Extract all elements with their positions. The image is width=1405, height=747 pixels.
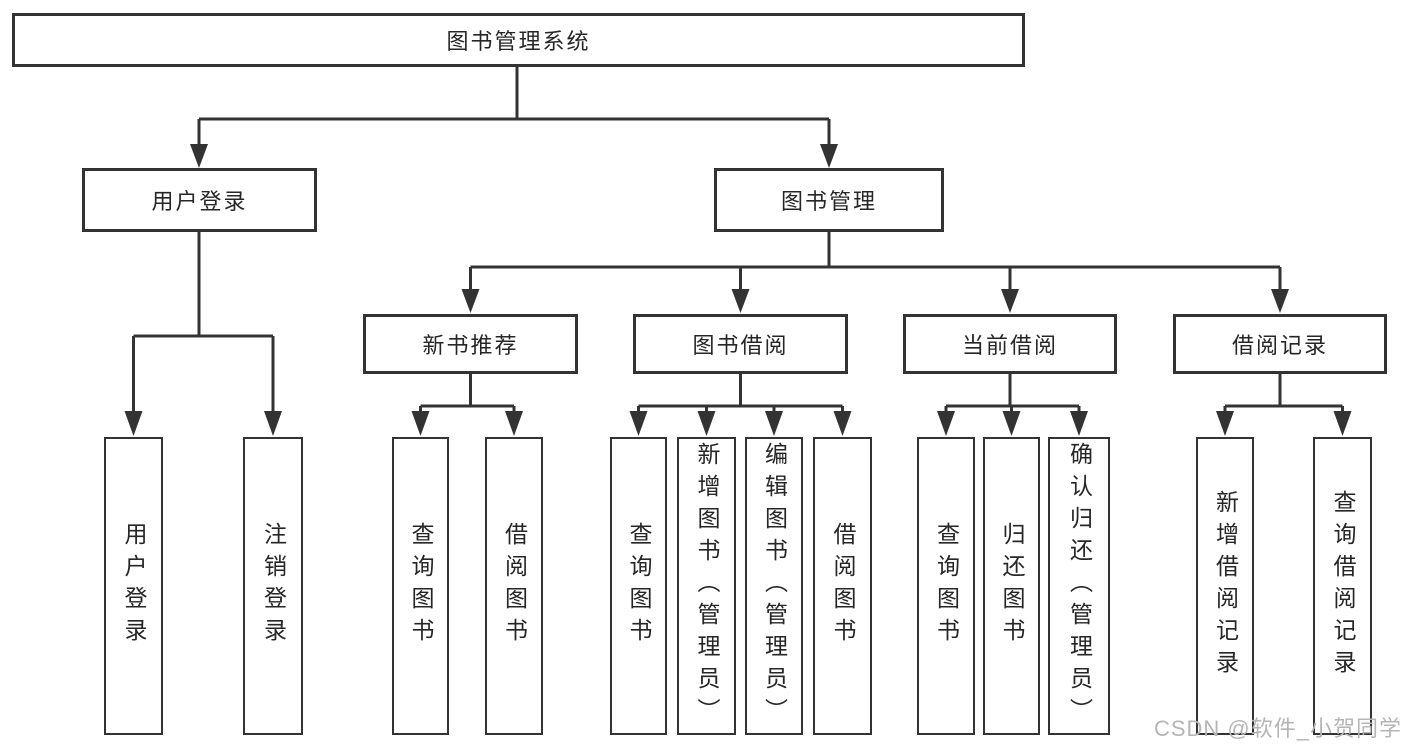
node-label: 新书推荐 <box>422 333 519 358</box>
leaf-borrow-books-1: 借阅图书 <box>485 437 543 735</box>
arrowhead <box>731 289 750 313</box>
arrowhead <box>1216 411 1234 436</box>
node-label: 归还图书 <box>999 522 1025 650</box>
node-book-management: 图书管理 <box>714 168 944 232</box>
arrowhead <box>1333 411 1352 436</box>
node-label: 确认归还（管理员） <box>1066 442 1093 730</box>
arrowhead <box>629 411 648 436</box>
node-label: 图书管理 <box>780 189 877 214</box>
leaf-add-books-admin: 新增图书（管理员） <box>677 437 736 735</box>
arrowhead <box>411 411 430 436</box>
node-current-borrow: 当前借阅 <box>903 314 1117 374</box>
arrowhead <box>1070 411 1088 436</box>
node-label: 图书管理系统 <box>446 29 591 54</box>
node-label: 用户登录 <box>151 189 248 214</box>
leaf-add-borrow-record: 新增借阅记录 <box>1196 437 1254 735</box>
connector-path <box>132 67 1344 413</box>
leaf-user-login: 用户登录 <box>104 437 163 735</box>
node-root-system: 图书管理系统 <box>12 13 1025 67</box>
node-label: 当前借阅 <box>961 333 1058 358</box>
leaf-query-books-3: 查询图书 <box>917 437 975 735</box>
arrowhead <box>697 411 716 436</box>
node-label: 查询图书 <box>933 522 960 650</box>
arrowhead <box>833 411 852 436</box>
node-book-borrow: 图书借阅 <box>633 314 848 374</box>
node-borrow-records: 借阅记录 <box>1173 314 1387 374</box>
node-label: 借阅图书 <box>501 522 528 650</box>
arrowhead <box>765 411 783 436</box>
arrowhead <box>124 411 143 436</box>
node-label: 用户登录 <box>121 522 147 650</box>
arrowhead <box>461 289 480 313</box>
arrowhead <box>1001 289 1019 313</box>
leaf-query-books-2: 查询图书 <box>610 437 667 735</box>
csdn-watermark: CSDN @软件_小贺同学 <box>1153 716 1402 741</box>
arrowhead <box>1271 289 1289 313</box>
node-user-login: 用户登录 <box>82 168 317 232</box>
node-label: 借阅记录 <box>1231 333 1328 358</box>
node-label: 查询图书 <box>626 522 652 650</box>
node-label: 新增图书（管理员） <box>694 442 720 730</box>
leaf-query-borrow-record: 查询借阅记录 <box>1313 437 1372 735</box>
leaf-return-books: 归还图书 <box>983 437 1040 735</box>
node-label: 查询借阅记录 <box>1330 490 1356 682</box>
arrowhead <box>1002 411 1021 436</box>
arrowhead <box>190 144 208 168</box>
arrowhead <box>505 411 523 436</box>
arrowhead <box>820 144 838 168</box>
leaf-confirm-return-admin: 确认归还（管理员） <box>1048 437 1110 735</box>
leaf-query-books-1: 查询图书 <box>392 437 449 735</box>
node-label: 借阅图书 <box>830 522 856 650</box>
leaf-edit-books-admin: 编辑图书（管理员） <box>745 437 803 735</box>
node-new-book-recommend: 新书推荐 <box>363 314 578 374</box>
node-label: 查询图书 <box>408 522 434 650</box>
node-label: 图书借阅 <box>692 333 789 358</box>
node-label: 新增借阅记录 <box>1212 490 1239 682</box>
node-label: 注销登录 <box>260 522 287 650</box>
leaf-logout: 注销登录 <box>243 437 303 735</box>
arrowhead <box>937 411 955 436</box>
node-label: 编辑图书（管理员） <box>761 442 788 730</box>
arrowhead <box>264 411 282 436</box>
leaf-borrow-books-2: 借阅图书 <box>813 437 872 735</box>
